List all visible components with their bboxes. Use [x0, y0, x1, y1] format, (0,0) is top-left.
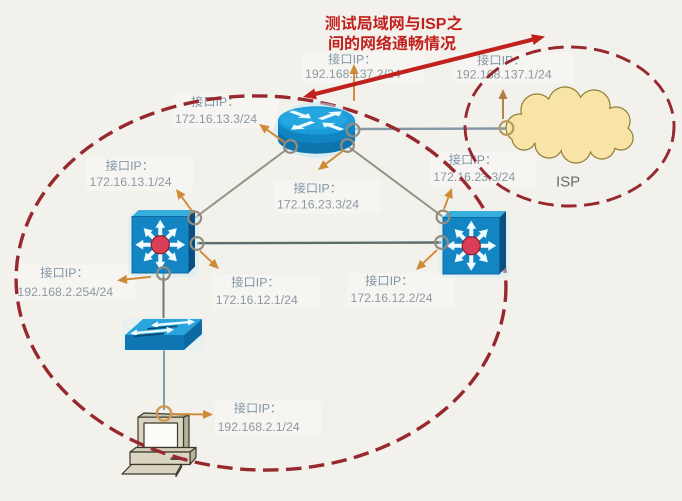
svg-text:IP: IP — [216, 95, 228, 109]
svg-text:192.168.2.254/24: 192.168.2.254/24 — [17, 285, 113, 299]
svg-text:ISP: ISP — [556, 174, 580, 191]
svg-text:IP: IP — [473, 153, 485, 167]
svg-text:172.16.23.3/24: 172.16.23.3/24 — [433, 170, 515, 184]
svg-text:IP: IP — [502, 54, 514, 68]
svg-text:172.16.13.3/24: 172.16.13.3/24 — [175, 112, 257, 126]
svg-text:172.16.23.3/24: 172.16.23.3/24 — [277, 198, 359, 212]
svg-text:IP: IP — [258, 402, 270, 416]
svg-text:IP: IP — [353, 53, 365, 67]
svg-text:172.16.12.2/24: 172.16.12.2/24 — [351, 291, 433, 305]
svg-text:IP: IP — [65, 266, 77, 280]
svg-text:172.16.13.1/24: 172.16.13.1/24 — [90, 175, 172, 189]
svg-text:IP: IP — [130, 159, 142, 173]
svg-text:172.16.12.1/24: 172.16.12.1/24 — [216, 293, 298, 307]
svg-text:IP: IP — [256, 276, 268, 290]
svg-text:192.168.2.1/24: 192.168.2.1/24 — [218, 420, 300, 434]
svg-text:192.168.137.1/24: 192.168.137.1/24 — [456, 68, 552, 82]
svg-text:IP: IP — [318, 182, 330, 196]
svg-text:ISP: ISP — [421, 16, 447, 33]
svg-text:IP: IP — [390, 274, 402, 288]
